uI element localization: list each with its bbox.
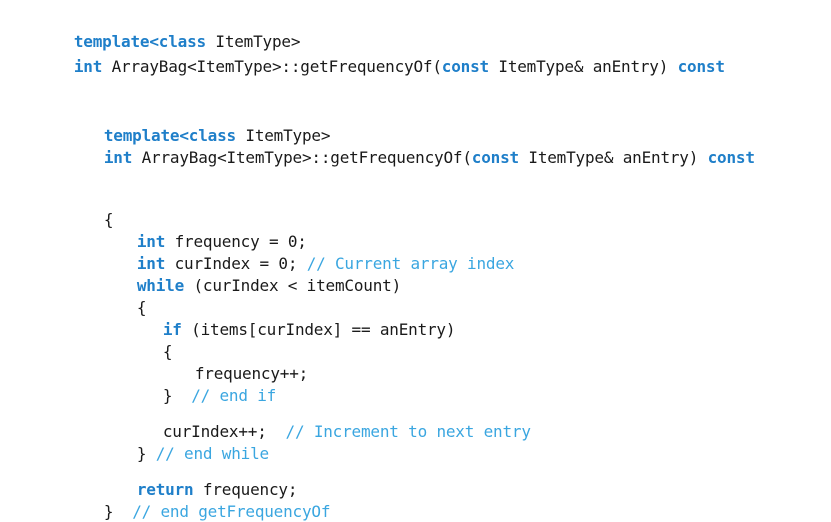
keyword: int (73, 57, 103, 76)
function-close-line: } // end getFrequencyOf (85, 482, 331, 522)
return-statement: return frequency; (118, 460, 298, 500)
curindex-increment: curIndex++; // Increment to next entry (144, 402, 531, 442)
snippet1-template-line: template<class ItemType> (55, 12, 301, 52)
keyword: <class (179, 126, 236, 145)
keyword: const (677, 57, 725, 76)
brace: { (103, 210, 114, 229)
while-statement: while (curIndex < itemCount) (118, 256, 401, 296)
function-open-brace: { (85, 190, 114, 230)
comment: // end getFrequencyOf (132, 502, 331, 521)
code-text: frequency++; (194, 364, 309, 383)
comment: // Increment to next entry (285, 422, 531, 441)
while-open-brace: { (118, 278, 147, 318)
snippet1-signature-line: int ArrayBag<ItemType>::getFrequencyOf(c… (55, 37, 725, 77)
keyword: <class (149, 32, 206, 51)
code-text: ItemType& anEntry) (518, 148, 708, 167)
keyword: const (707, 148, 755, 167)
comment: // end while (155, 444, 269, 463)
keyword: int (103, 148, 133, 167)
code-text: ItemType> (205, 32, 301, 51)
keyword: return (136, 480, 194, 499)
code-text: ItemType> (235, 126, 331, 145)
keyword: while (136, 276, 185, 295)
snippet2-signature-line: int ArrayBag<ItemType>::getFrequencyOf(c… (85, 128, 755, 168)
code-text: ArrayBag<ItemType>::getFrequencyOf( (102, 57, 442, 76)
comment: // end if (191, 386, 277, 405)
code-text: ArrayBag<ItemType>::getFrequencyOf( (132, 148, 472, 167)
keyword: int (136, 254, 166, 273)
while-close-line: } // end while (118, 424, 269, 464)
brace: } (136, 444, 147, 463)
if-statement: if (items[curIndex] == anEntry) (144, 300, 456, 340)
code-text: frequency = 0; (165, 232, 307, 251)
brace: { (162, 342, 173, 361)
frequency-declaration: int frequency = 0; (118, 212, 307, 252)
brace: } (162, 386, 173, 405)
code-text: ItemType& anEntry) (488, 57, 678, 76)
keyword: if (162, 320, 182, 339)
code-text: frequency; (193, 480, 298, 499)
comment: // Current array index (306, 254, 515, 273)
code-text: (items[curIndex] == anEntry) (181, 320, 456, 339)
keyword: int (136, 232, 166, 251)
keyword: template (73, 32, 150, 51)
if-close-line: } // end if (144, 366, 276, 406)
snippet2-template-line: template<class ItemType> (85, 106, 331, 146)
brace: { (136, 298, 147, 317)
frequency-increment: frequency++; (176, 344, 308, 384)
brace: } (103, 502, 114, 521)
keyword: template (103, 126, 180, 145)
code-text: curIndex++; (162, 422, 267, 441)
keyword: const (471, 148, 519, 167)
if-open-brace: { (144, 322, 173, 362)
code-text: curIndex = 0; (165, 254, 307, 273)
keyword: const (441, 57, 489, 76)
curindex-declaration: int curIndex = 0; // Current array index (118, 234, 515, 274)
code-text: (curIndex < itemCount) (184, 276, 402, 295)
